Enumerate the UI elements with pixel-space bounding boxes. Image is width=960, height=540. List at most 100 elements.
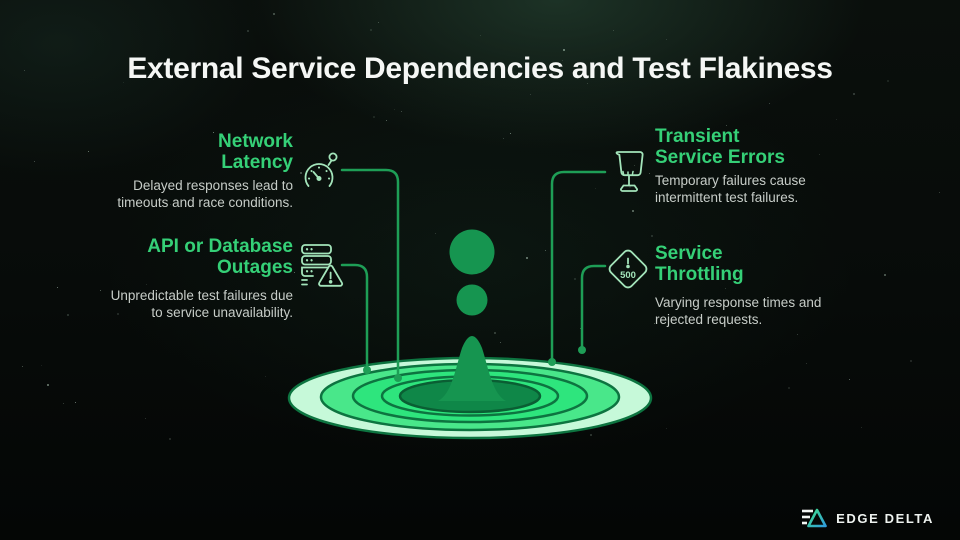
star-dot [651, 235, 654, 238]
star-dot [654, 323, 656, 325]
star-dot [939, 192, 941, 194]
star-dot [623, 179, 625, 181]
star-dot [75, 402, 77, 404]
star-dot [509, 416, 511, 418]
star-dot [632, 210, 635, 213]
star-dot [806, 363, 808, 365]
feature-heading: Service Throttling [655, 243, 845, 285]
star-dot [705, 309, 707, 311]
feature-body: Temporary failures cause intermittent te… [655, 173, 806, 205]
star-dot [836, 119, 838, 121]
connector-lines [340, 168, 607, 377]
database-warning-icon [301, 244, 344, 287]
gauge-icon [304, 152, 338, 187]
star-dot [580, 376, 582, 378]
star-dot [265, 376, 267, 378]
star-dot [629, 186, 632, 189]
star-dot [169, 438, 172, 441]
star-dot [887, 80, 890, 83]
pool-ring-3 [351, 368, 589, 424]
star-dot [500, 342, 502, 344]
star-dot [590, 434, 593, 437]
pool-center [398, 378, 542, 414]
star-dot [552, 278, 554, 280]
star-dot [57, 287, 59, 289]
star-dot [510, 133, 512, 135]
connector-transient-errors [550, 170, 607, 361]
star-dot [530, 94, 532, 96]
star-dot [63, 403, 65, 405]
star-dot [404, 409, 407, 412]
star-dot [423, 424, 425, 426]
connector-network-latency [340, 168, 400, 377]
star-dot [145, 418, 147, 420]
splash-column [438, 336, 506, 401]
droplet-small [456, 284, 488, 316]
star-dot [797, 334, 799, 336]
star-dot [634, 165, 636, 167]
star-dot [563, 49, 566, 52]
star-dot [213, 132, 215, 134]
star-dot [273, 13, 276, 16]
feature-body: Unpredictable test failures due to servi… [110, 288, 293, 320]
heading-line: Outages [216, 257, 293, 278]
star-dot [480, 35, 482, 37]
star-dot [394, 109, 396, 111]
star-dot [100, 290, 102, 292]
heading-line: Network [218, 131, 293, 152]
star-dot [218, 314, 220, 316]
star-dot [526, 257, 529, 260]
star-dot [861, 427, 863, 429]
star-dot [386, 120, 388, 122]
star-dot [24, 70, 26, 72]
star-dot [666, 428, 668, 430]
heading-line: Latency [221, 152, 293, 173]
star-dot [580, 328, 582, 330]
droplet-large [449, 229, 495, 275]
connector-service-throttling [580, 264, 607, 349]
star-dot [435, 233, 437, 235]
heading-line: Throttling [655, 264, 744, 285]
star-dot [605, 381, 607, 383]
star-dot [146, 284, 148, 286]
star-dot [853, 93, 856, 96]
star-dot [408, 371, 411, 374]
star-dot [613, 30, 615, 32]
error-500-diamond-icon: 500 [608, 249, 648, 289]
star-dot [574, 278, 577, 281]
feature-api-database-outages: API or Database Outages Unpredictable te… [108, 236, 293, 321]
star-dot [170, 204, 172, 206]
page-title: External Service Dependencies and Test F… [127, 52, 833, 85]
cracked-glass-icon [615, 151, 644, 192]
star-dot [262, 190, 264, 192]
star-dot [47, 384, 50, 387]
feature-transient-service-errors: Transient Service Errors Temporary failu… [655, 126, 845, 206]
heading-line: Transient [655, 126, 740, 147]
star-dot [88, 151, 90, 153]
star-dot [910, 360, 913, 363]
feature-service-throttling: Service Throttling Varying response time… [655, 243, 845, 328]
star-dot [247, 30, 250, 33]
edge-delta-logo: EDGE DELTA [801, 507, 934, 529]
feature-heading: API or Database Outages [108, 236, 293, 278]
star-dot [294, 272, 296, 274]
pool-ring-2 [319, 362, 621, 432]
star-dot [153, 79, 155, 81]
heading-line: Service [655, 243, 723, 264]
star-dot [34, 161, 36, 163]
pool-ring-4 [380, 375, 560, 417]
edge-delta-logo-text: EDGE DELTA [836, 510, 934, 526]
star-dot [595, 188, 597, 190]
star-dot [503, 138, 505, 140]
star-dot [117, 313, 120, 316]
star-dot [67, 314, 70, 317]
connector-end-dots [363, 346, 586, 382]
star-dot [849, 379, 851, 381]
star-dot [491, 408, 493, 410]
star-dot [788, 387, 791, 390]
star-dot [666, 39, 668, 41]
feature-network-latency: Network Latency Delayed responses lead t… [108, 131, 293, 211]
star-dot [819, 154, 821, 156]
star-dot [587, 83, 589, 85]
